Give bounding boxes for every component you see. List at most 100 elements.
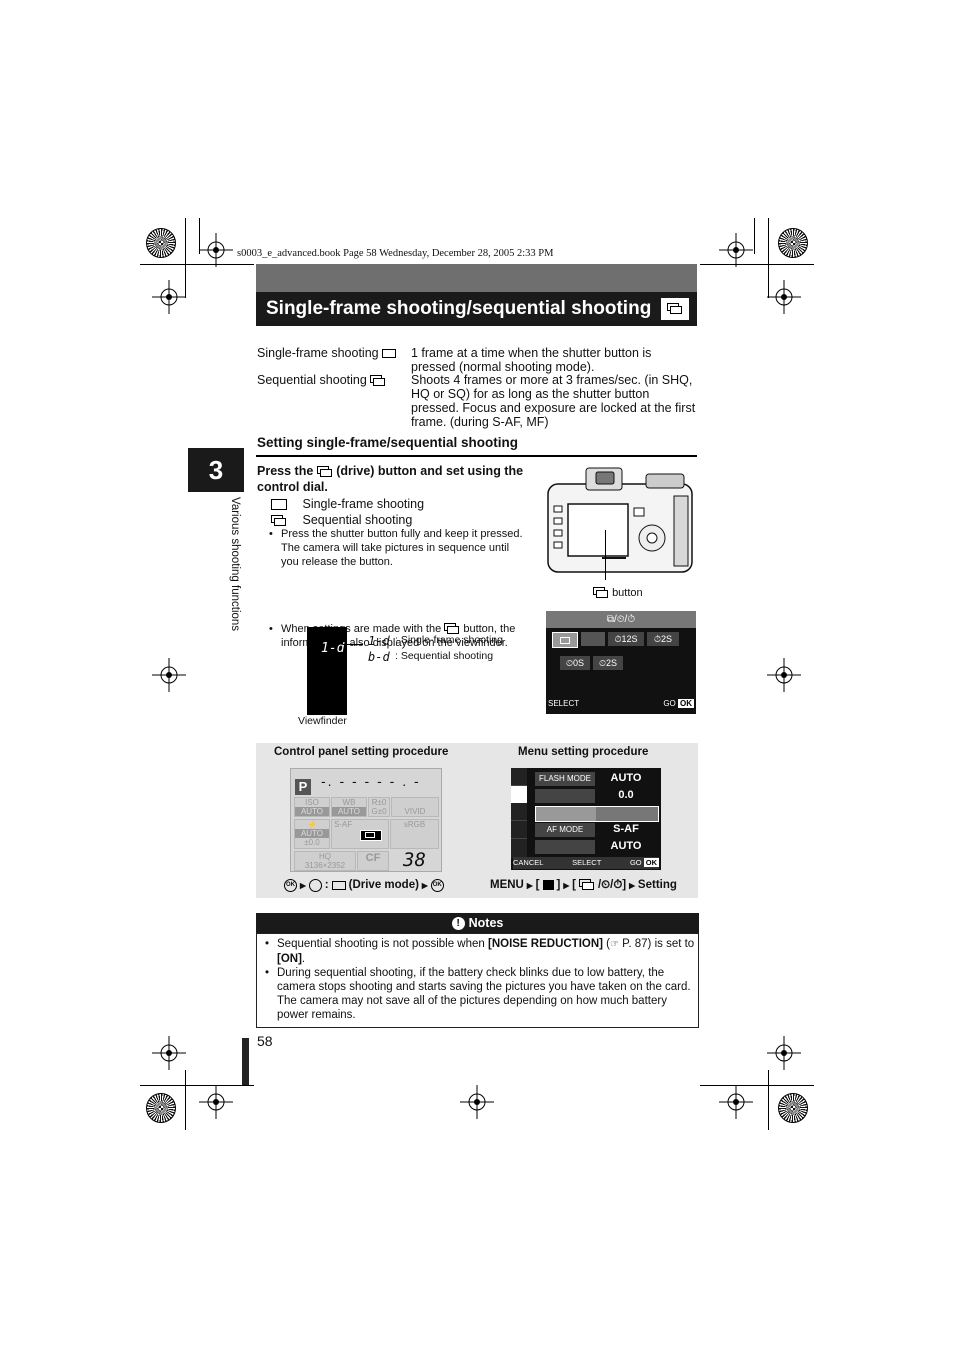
drive-mode-highlight: [360, 830, 382, 841]
registration-mark-icon: [719, 1085, 753, 1119]
playback-menu-tab-icon: [511, 803, 527, 821]
chapter-side-label: Various shooting functions: [229, 497, 241, 632]
notes-box: Sequential shooting is not possible when…: [256, 933, 699, 1028]
viewfinder-readout: 1-d: [321, 641, 345, 656]
menu-tabs: [511, 768, 527, 858]
instruction-bullet-1: Press the shutter button fully and keep …: [269, 527, 526, 569]
sequential-icon: [661, 298, 690, 320]
viewfinder-sequential-code: b-d: [368, 650, 390, 664]
menu-caption: MENU ▸ [] ▸ [/⏲/⏱] ▸ Setting: [490, 878, 677, 893]
arrow-right-icon: ▸: [526, 880, 533, 892]
control-panel-caption: OK ▸ : (Drive mode) ▸ OK: [284, 878, 444, 892]
reference-icon: ☞: [610, 939, 619, 950]
sequential-icon: [271, 514, 287, 527]
camera-back-illustration: [547, 467, 693, 573]
ok-button-icon: OK: [284, 878, 297, 892]
viewfinder-display: 1-d: [307, 627, 347, 715]
color-space-cell: sRGB: [390, 819, 439, 849]
page-number: 58: [257, 1033, 273, 1049]
arrow-right-icon: ▸: [421, 880, 428, 892]
mode-single-description: 1 frame at a time when the shutter butto…: [411, 346, 652, 374]
procedures-panel: Control panel setting procedure Menu set…: [256, 743, 698, 898]
section-rule: [256, 455, 697, 457]
ok-button-icon: OK: [430, 878, 444, 892]
note-item-1: Sequential shooting is not possible when…: [265, 937, 697, 966]
chapter-tab: 3: [188, 448, 244, 492]
arrow-right-icon: ▸: [300, 880, 306, 892]
mode-sequential-description: Shoots 4 frames or more at 3 frames/sec.…: [411, 373, 696, 429]
setup2-menu-tab-icon: [511, 839, 527, 856]
registration-mark-icon: [719, 233, 753, 267]
picture-mode-cell: VIVID: [391, 797, 439, 817]
color-target-icon: [778, 1093, 808, 1123]
menu-footer: CANCEL SELECT GO OK: [513, 857, 659, 869]
control-panel-title: Control panel setting procedure: [274, 746, 449, 758]
registration-mark-icon: [199, 233, 233, 267]
mode-sequential-label: Sequential shooting: [257, 373, 386, 387]
camera2-tab-icon: [542, 880, 554, 890]
title-bar: Single-frame shooting/sequential shootin…: [256, 292, 697, 326]
setup1-menu-tab-icon: [511, 821, 527, 839]
page-title: Single-frame shooting/sequential shootin…: [266, 298, 652, 319]
viewfinder-single-label: : Single-frame shooting: [395, 634, 503, 646]
menu-row-flash-mode: FLASH MODE AUTO: [535, 772, 657, 786]
single-frame-option: [552, 632, 578, 648]
registration-mark-icon: [767, 1036, 801, 1070]
arrow-right-icon: ▸: [629, 880, 635, 892]
registration-mark-icon: [199, 1085, 233, 1119]
drive-menu-screen: ⧉/⏲/⏱ ⏱12S ⏱2S ⏲0S ⏲2S SELECT GO OK: [546, 611, 696, 714]
drive-icon: [316, 465, 333, 478]
arrow-right-icon: ▸: [563, 880, 570, 892]
card-cell: CF: [357, 851, 389, 871]
registration-mark-icon: [152, 1036, 186, 1070]
registration-mark-icon: [152, 658, 186, 692]
option-sequential: Sequential shooting: [271, 513, 412, 527]
drive-icon: [578, 879, 595, 891]
af-cell: S-AF: [331, 819, 389, 849]
menu-row-drive: [535, 806, 659, 822]
page-number-bar: [242, 1038, 249, 1085]
menu-screen: FLASH MODE AUTO 0.0 AF MODE S-AF AUTO CA…: [511, 768, 661, 870]
remote-0s-option: ⏲0S: [560, 656, 590, 670]
color-target-icon: [146, 228, 176, 258]
instruction-lead: Press the (drive) button and set using t…: [257, 464, 524, 494]
sequential-icon: [444, 623, 460, 635]
arrow-pad-icon: [308, 878, 322, 892]
viewfinder-single-code: 1-d: [368, 634, 390, 648]
color-target-icon: [778, 228, 808, 258]
viewfinder-callout-line: [343, 644, 363, 645]
color-target-icon: [146, 1093, 176, 1123]
sequential-icon: [370, 374, 386, 387]
single-frame-icon: [382, 349, 397, 359]
mode-single-label: Single-frame shooting: [257, 346, 397, 360]
section-heading: Setting single-frame/sequential shooting: [257, 435, 519, 450]
print-header: s0003_e_advanced.book Page 58 Wednesday,…: [237, 248, 554, 259]
button-callout-line: [605, 530, 606, 580]
exposure-readout: -. - - - - - . -: [321, 773, 421, 789]
note-item-2: During sequential shooting, if the batte…: [265, 966, 697, 1022]
menu-row-flash-comp: 0.0: [535, 789, 657, 803]
camera-menu-tab-icon: [511, 768, 527, 786]
viewfinder-sequential-label: : Sequential shooting: [395, 650, 494, 662]
warning-icon: !: [451, 916, 465, 930]
shooting-mode: P: [295, 779, 311, 795]
registration-mark-icon: [767, 658, 801, 692]
self-timer-2s-option: ⏱2S: [647, 632, 679, 646]
drive-menu-row-2: ⏲0S ⏲2S: [560, 656, 682, 670]
camera2-menu-tab-icon: [511, 786, 527, 803]
frames-remaining: 38: [403, 849, 426, 871]
drive-menu-header: ⧉/⏲/⏱: [546, 611, 696, 628]
notes-header: ! Notes: [256, 913, 699, 933]
single-frame-icon: [331, 880, 346, 890]
sequential-icon: [593, 587, 609, 599]
registration-mark-icon: [152, 280, 186, 314]
menu-row-af-area: AUTO: [535, 840, 657, 854]
viewfinder-caption: Viewfinder: [298, 715, 347, 727]
remote-2s-option: ⏲2S: [593, 656, 623, 670]
registration-mark-icon: [460, 1085, 494, 1119]
drive-menu-row-1: ⏱12S ⏱2S: [552, 632, 690, 648]
